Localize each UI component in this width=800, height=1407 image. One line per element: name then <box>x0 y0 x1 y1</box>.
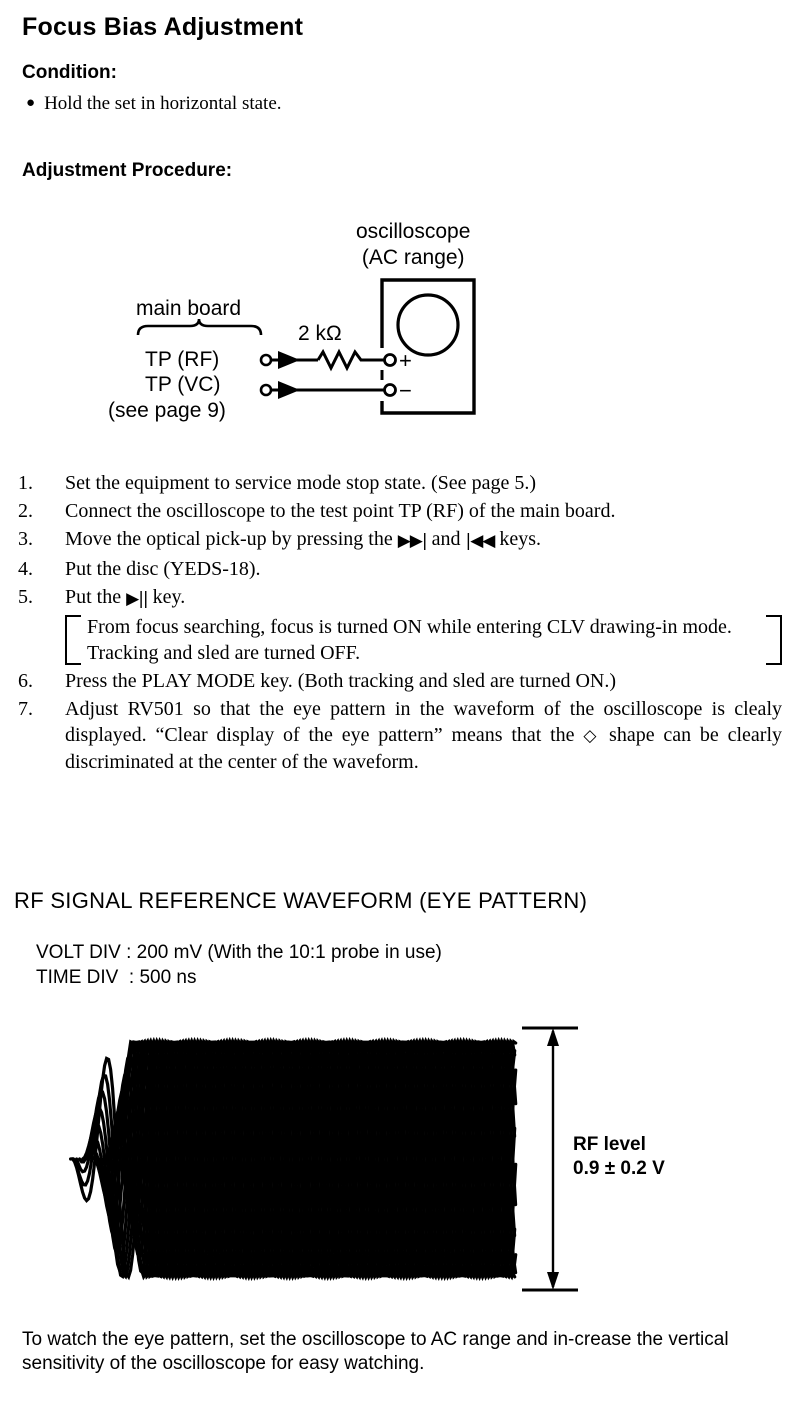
rf-level-label: RF level <box>573 1134 646 1155</box>
procedure-step-6: 6. Press the PLAY MODE key. (Both tracki… <box>0 668 800 694</box>
see-page-reference: (see page 9) <box>108 399 226 422</box>
arrowhead-up <box>547 1028 559 1046</box>
procedure-step-1: 1. Set the equipment to service mode sto… <box>0 470 800 496</box>
rf-level-value: 0.9 ± 0.2 V <box>573 1158 665 1179</box>
step-number: 6. <box>18 670 33 692</box>
volt-div-spec: VOLT DIV : 200 mV (With the 10:1 probe i… <box>36 942 442 963</box>
oscilloscope-title: oscilloscope (AC range) <box>356 219 470 271</box>
time-div-spec: TIME DIV : 500 ns <box>36 967 197 988</box>
step-text-after: keys. <box>494 528 542 550</box>
step-text-before: Put the <box>65 586 127 608</box>
step-text: Put the ▶|| key. <box>65 584 782 612</box>
rf-waveform-specs: VOLT DIV : 200 mV (With the 10:1 probe i… <box>36 940 442 990</box>
eye-pattern-svg <box>69 1026 578 1292</box>
diamond-shape-icon: ◇ <box>583 726 601 746</box>
tp-vc-label: TP (VC) <box>145 373 221 396</box>
eye-pattern-figure <box>0 1005 800 1315</box>
step-text: Set the equipment to service mode stop s… <box>65 472 536 494</box>
oscilloscope-enclosure <box>380 278 476 415</box>
bullet-icon: ● <box>26 95 36 111</box>
crt-screen-icon <box>396 293 460 357</box>
step-text: Adjust RV501 so that the eye pattern in … <box>65 696 782 775</box>
procedure-step-2: 2. Connect the oscilloscope to the test … <box>0 498 800 524</box>
procedure-step-7: 7. Adjust RV501 so that the eye pattern … <box>0 696 800 775</box>
step-number: 2. <box>18 500 33 522</box>
step-text-after: key. <box>147 586 186 608</box>
step-text-before: Move the optical pick-up by pressing the <box>65 528 398 550</box>
tp-rf-label: TP (RF) <box>145 348 220 371</box>
rf-probe-arrowhead <box>278 351 300 369</box>
scope-plus-terminal <box>383 353 397 367</box>
circuit-schematic-svg <box>136 278 476 415</box>
main-board-brace <box>136 318 263 336</box>
procedure-step-5: 5. Put the ▶|| key. <box>0 584 800 612</box>
circuit-diagram: oscilloscope (AC range) main board TP (R… <box>0 205 800 445</box>
plus-sign-label: + <box>399 348 412 373</box>
procedure-list: 1. Set the equipment to service mode sto… <box>0 470 800 777</box>
step-text: Press the PLAY MODE key. (Both tracking … <box>65 670 617 692</box>
play-pause-icon: ▶|| <box>126 589 149 609</box>
rf-level-annotation: RF level 0.9 ± 0.2 V <box>573 1133 665 1181</box>
oscilloscope-title-line2: (AC range) <box>361 246 465 269</box>
step-text: Move the optical pick-up by pressing the… <box>65 526 782 554</box>
main-board-label: main board <box>136 297 242 320</box>
eye-pattern-trace <box>96 1036 518 1282</box>
rf-level-dimension <box>522 1026 578 1292</box>
vc-probe-arrowhead <box>278 381 300 399</box>
previous-track-icon: |◀◀ <box>465 531 495 551</box>
resistor-value-label: 2 kΩ <box>298 322 342 345</box>
bracket-left <box>65 615 81 665</box>
next-track-icon: ▶▶| <box>397 531 428 551</box>
step-number: 5. <box>18 586 33 608</box>
step-text-middle: and <box>426 528 466 550</box>
step-text-after: shape can be clearly discriminated at th… <box>65 724 782 773</box>
procedure-heading: Adjustment Procedure: <box>22 160 233 181</box>
oscilloscope-title-line1: oscilloscope <box>356 220 471 243</box>
step-text: Connect the oscilloscope to the test poi… <box>65 500 616 522</box>
step-number: 1. <box>18 472 33 494</box>
condition-heading: Condition: <box>22 62 117 83</box>
condition-bullet-item: ● Hold the set in horizontal state. <box>26 93 282 115</box>
arrowhead-down <box>547 1272 559 1290</box>
rf-waveform-heading: RF SIGNAL REFERENCE WAVEFORM (EYE PATTER… <box>14 888 588 913</box>
procedure-step-3: 3. Move the optical pick-up by pressing … <box>0 526 800 554</box>
minus-sign-label: − <box>399 378 412 403</box>
procedure-step-4: 4. Put the disc (YEDS-18). <box>0 556 800 582</box>
scope-minus-terminal <box>383 383 397 397</box>
tp-rf-terminal <box>259 353 273 367</box>
resistor-symbol <box>316 348 366 372</box>
bracket-right <box>766 615 782 665</box>
step-number: 4. <box>18 558 33 580</box>
bracketed-note-text: From focus searching, focus is turned ON… <box>87 616 732 664</box>
bracketed-note: From focus searching, focus is turned ON… <box>65 614 782 666</box>
step-text-before: Adjust RV501 so that the eye pattern in … <box>65 698 782 746</box>
step-number: 7. <box>18 698 33 720</box>
page-title: Focus Bias Adjustment <box>22 13 304 41</box>
condition-bullet-text: Hold the set in horizontal state. <box>44 93 282 114</box>
step-text: Put the disc (YEDS-18). <box>65 558 261 580</box>
step-number: 3. <box>18 528 33 550</box>
footer-note: To watch the eye pattern, set the oscill… <box>22 1329 729 1374</box>
tp-vc-terminal <box>259 383 273 397</box>
eye-pattern-trace <box>108 1036 518 1282</box>
